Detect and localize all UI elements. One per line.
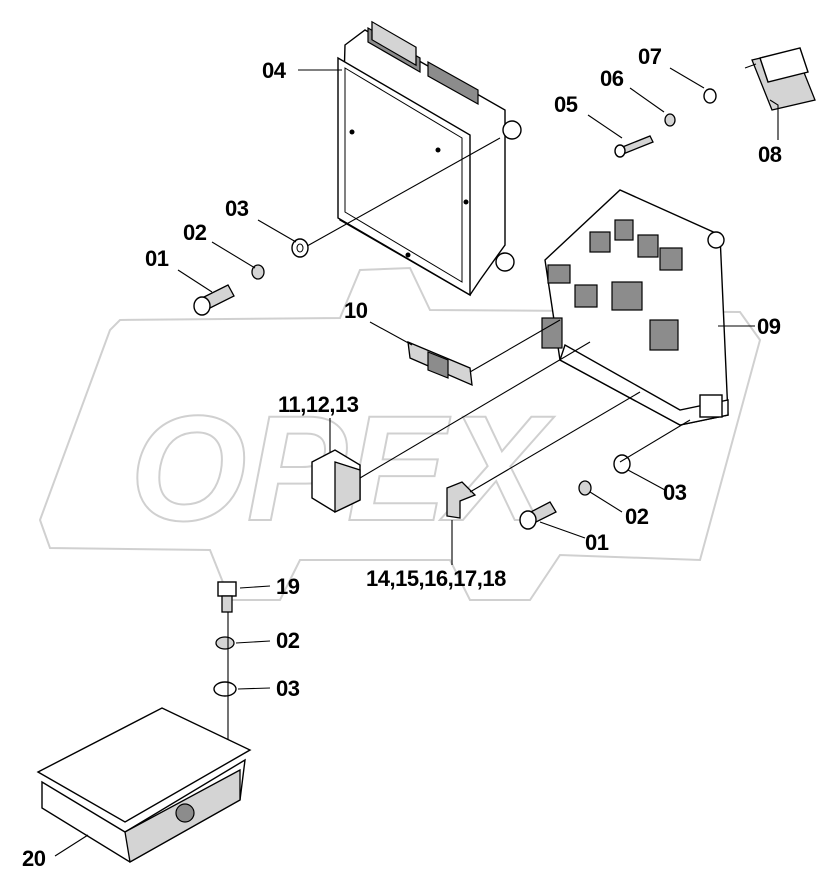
- callout-09: 09: [757, 314, 781, 339]
- washer-03-bottom: [213, 681, 237, 697]
- fuse-strip-10: [407, 340, 473, 387]
- callout-03-bottom: 03: [276, 676, 300, 701]
- control-unit-04: [337, 20, 522, 297]
- callout-02-bottom: 02: [276, 628, 300, 653]
- washer-02-bottom: [215, 636, 235, 650]
- washer-03-lower: [613, 454, 631, 474]
- callout-03-lower: 03: [663, 480, 687, 505]
- leader-lines: [54, 67, 779, 857]
- callout-19: 19: [276, 574, 300, 599]
- callout-14-18: 14,15,16,17,18: [366, 566, 506, 591]
- callout-01-upper: 01: [145, 246, 169, 271]
- assembly-line: [619, 419, 691, 463]
- washer-02-lower: [578, 480, 592, 496]
- callout-20: 20: [22, 846, 46, 871]
- callout-07: 07: [638, 44, 662, 69]
- washer-07: [703, 88, 717, 104]
- callout-02-upper: 02: [183, 220, 207, 245]
- assembly-line: [469, 319, 561, 373]
- callout-10: 10: [344, 298, 368, 323]
- assembly-line: [469, 391, 641, 493]
- module-20: [36, 707, 252, 864]
- callout-03-upper: 03: [225, 196, 249, 221]
- bolt-19: [217, 581, 237, 613]
- washer-02-upper: [251, 264, 265, 280]
- fuse-box-09: [541, 189, 729, 426]
- callout-06: 06: [600, 66, 624, 91]
- assembly-line: [299, 137, 501, 251]
- washer-06: [664, 113, 676, 127]
- callout-05: 05: [554, 92, 578, 117]
- bolt-01-lower: [519, 501, 557, 530]
- callout-01-lower: 01: [585, 530, 609, 555]
- bolt-01-upper: [193, 284, 235, 316]
- resistor-08: [744, 47, 816, 111]
- relay-11-12-13: [311, 449, 361, 514]
- callout-labels: 04 03 02 01 05 06 07 08 09 10 11,12,13 1…: [22, 44, 782, 871]
- screw-05: [614, 135, 654, 158]
- fuse-14-18: [446, 481, 477, 519]
- callout-11-12-13: 11,12,13: [278, 392, 359, 417]
- callout-04: 04: [262, 58, 287, 83]
- callout-08: 08: [758, 142, 782, 167]
- callout-02-lower: 02: [625, 504, 649, 529]
- assembly-line: [359, 341, 591, 479]
